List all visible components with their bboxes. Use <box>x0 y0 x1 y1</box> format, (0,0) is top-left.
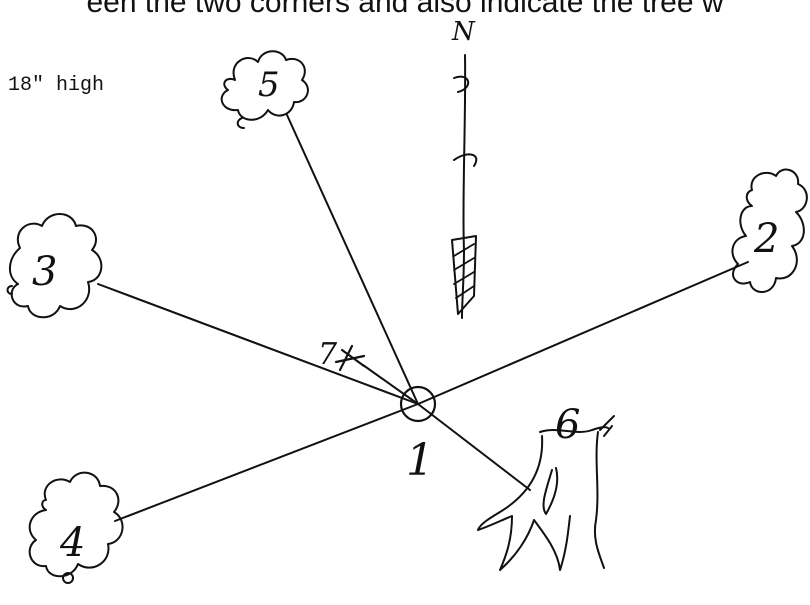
cut-off-instruction-text: een the two corners and also indicate th… <box>0 0 810 20</box>
line-to-tree-5 <box>287 115 418 404</box>
marker-7-cross <box>336 346 364 370</box>
north-arrow-tick-2 <box>454 154 476 166</box>
tree-2: 2 <box>732 170 806 292</box>
stump-6: 6 <box>478 402 614 570</box>
tree-4: 3 <box>8 214 102 317</box>
tree-4-label: 3 <box>32 249 57 295</box>
tree-5-detail <box>238 118 244 128</box>
stump-6-label: 6 <box>555 402 580 448</box>
north-arrow: N <box>451 17 476 318</box>
tree-5: 5 <box>222 51 308 128</box>
tree-3-label: 4 <box>59 520 85 566</box>
stump-6-right-side <box>595 432 604 568</box>
line-to-stump-6 <box>418 404 530 490</box>
line-to-tree-4 <box>98 284 418 404</box>
line-to-tree-3 <box>115 404 418 521</box>
north-label: N <box>451 17 476 47</box>
tree-5-label: 5 <box>258 65 280 105</box>
stump-6-bark-detail <box>544 468 558 514</box>
marker-7-label: 7 <box>318 337 338 372</box>
center-label: 1 <box>406 435 434 486</box>
stump-6-splinters <box>600 416 614 436</box>
marker-7: 7 <box>318 337 364 372</box>
line-to-tree-2 <box>418 262 748 404</box>
tree-3: 4 <box>30 473 123 583</box>
stump-6-left-side <box>478 436 570 570</box>
tree-2-label: 2 <box>753 216 779 262</box>
height-note: 18" high <box>8 74 104 97</box>
